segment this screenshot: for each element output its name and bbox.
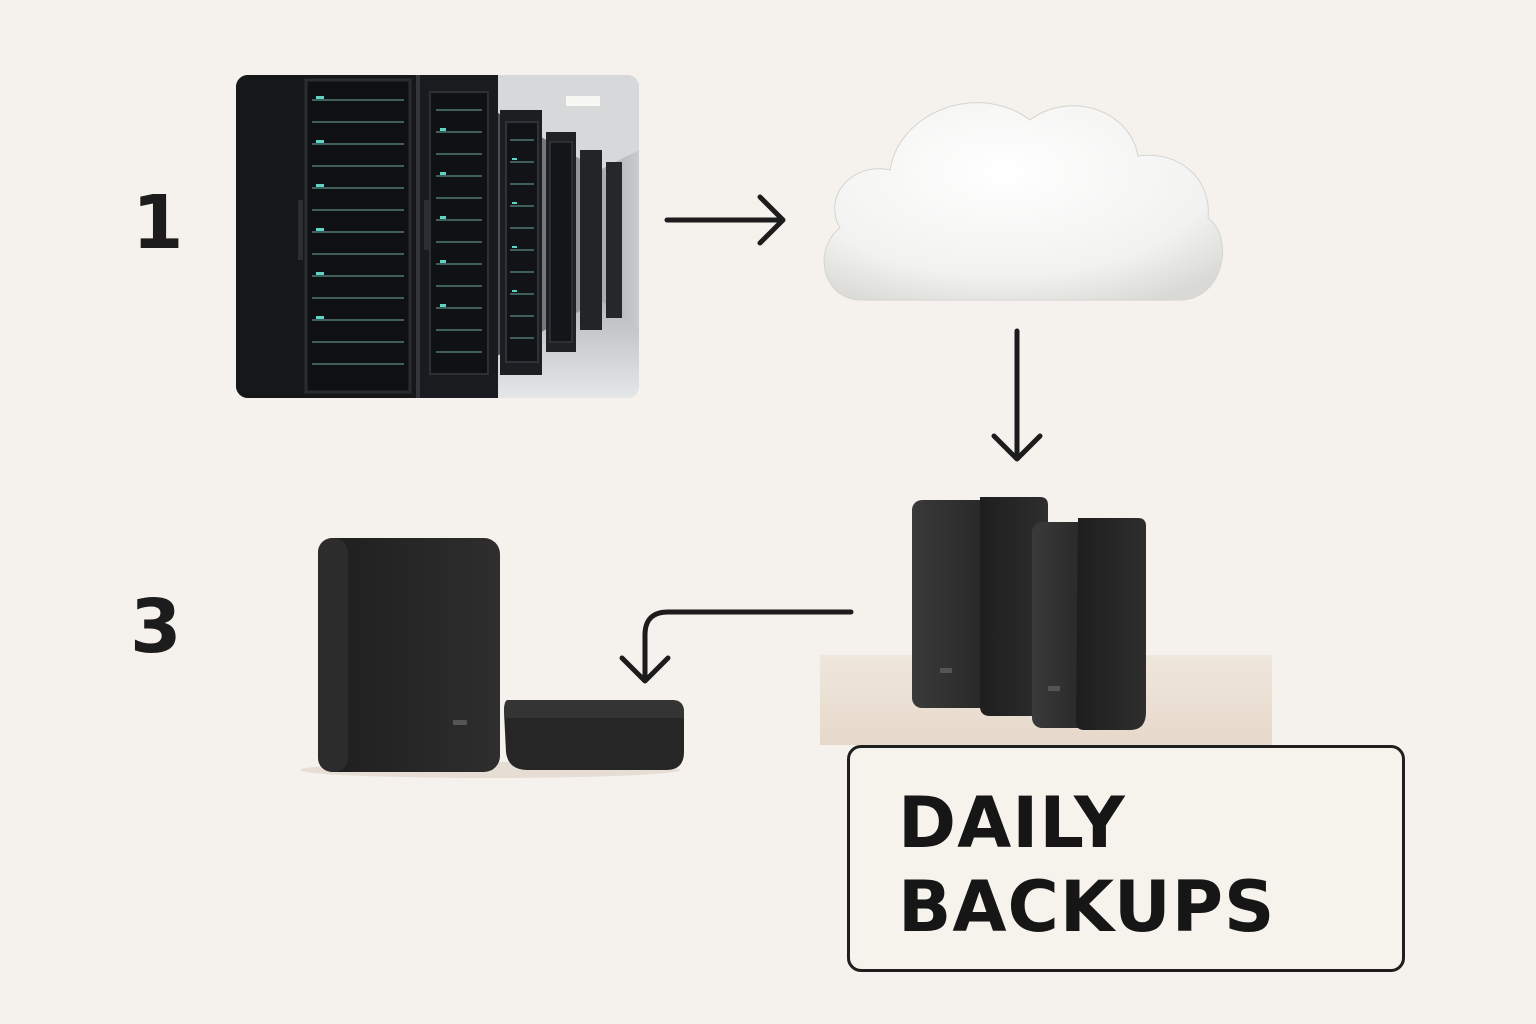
- local-drive-icon: [300, 538, 684, 778]
- arrow-to-cloud: [664, 194, 786, 246]
- daily-backups-label: DAILY BACKUPS: [847, 745, 1405, 972]
- external-drive-icon: [912, 497, 1146, 730]
- label-line-backups: BACKUPS: [898, 866, 1276, 948]
- step-number-3: 3: [130, 584, 182, 670]
- step-number-1: 1: [132, 180, 184, 266]
- arrow-to-local-drives: [619, 609, 854, 684]
- cloud-icon: [823, 102, 1224, 301]
- arrow-to-backup-drives: [991, 328, 1043, 462]
- label-line-daily: DAILY: [898, 782, 1126, 864]
- server-room-icon: [236, 75, 639, 398]
